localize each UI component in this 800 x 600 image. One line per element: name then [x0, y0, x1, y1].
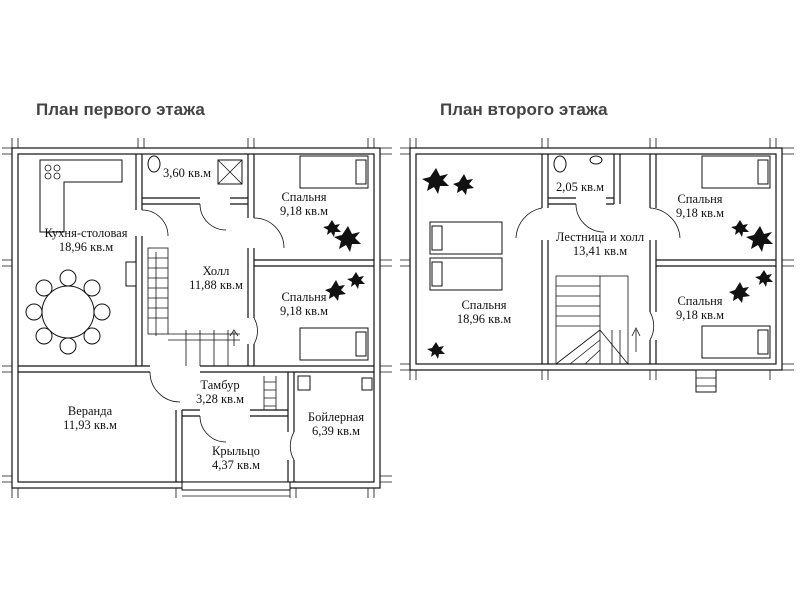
room-area: 6,39 кв.м — [311, 424, 361, 438]
room-area: 3,60 кв.м — [162, 166, 212, 180]
room-area: 4,37 кв.м — [211, 458, 261, 472]
room-label-bathroom: 3,60 кв.м — [163, 166, 211, 180]
room-name: Веранда — [67, 404, 113, 418]
room-label-tambur: Тамбур 3,28 кв.м — [196, 378, 244, 406]
room-name: Спальня — [677, 192, 723, 206]
room-name: Лестница и холл — [555, 230, 645, 244]
room-label-kitchen: Кухня-столовая 18,96 кв.м — [45, 226, 128, 254]
room-name: Спальня — [677, 294, 723, 308]
first-floor-plan — [2, 138, 392, 498]
room-area: 11,93 кв.м — [63, 418, 117, 432]
room-area: 13,41 кв.м — [572, 244, 628, 258]
room-area: 11,88 кв.м — [189, 278, 243, 292]
second-floor-title: План второго этажа — [440, 100, 608, 119]
room-area: 9,18 кв.м — [675, 308, 725, 322]
room-name: Спальня — [281, 290, 327, 304]
room-area: 3,28 кв.м — [195, 392, 245, 406]
room-name: Крыльцо — [212, 444, 260, 458]
room-label-bedroom-2: Спальня 9,18 кв.м — [280, 290, 328, 318]
room-label-stair-hall: Лестница и холл 13,41 кв.м — [556, 230, 644, 258]
room-name: Холл — [202, 264, 230, 278]
room-name: Кухня-столовая — [44, 226, 128, 240]
room-label-bedroom-3: Спальня 9,18 кв.м — [676, 192, 724, 220]
room-label-porch: Крыльцо 4,37 кв.м — [212, 444, 260, 472]
room-area: 18,96 кв.м — [456, 312, 512, 326]
room-label-bedroom-4: Спальня 9,18 кв.м — [676, 294, 724, 322]
room-area: 18,96 кв.м — [58, 240, 114, 254]
room-label-boiler: Бойлерная 6,39 кв.м — [308, 410, 364, 438]
room-label-veranda: Веранда 11,93 кв.м — [63, 404, 117, 432]
room-name: Спальня — [281, 190, 327, 204]
room-name: Тамбур — [200, 378, 240, 392]
room-area: 9,18 кв.м — [675, 206, 725, 220]
room-label-hall: Холл 11,88 кв.м — [189, 264, 243, 292]
room-name: Спальня — [461, 298, 507, 312]
second-floor-plan — [400, 138, 794, 393]
room-label-bedroom-1: Спальня 9,18 кв.м — [280, 190, 328, 218]
first-floor-title: План первого этажа — [36, 100, 205, 119]
room-name: Бойлерная — [307, 410, 365, 424]
room-area: 2,05 кв.м — [555, 180, 605, 194]
room-label-bedroom-master: Спальня 18,96 кв.м — [457, 298, 511, 326]
room-label-bathroom-2: 2,05 кв.м — [556, 180, 604, 194]
room-area: 9,18 кв.м — [279, 304, 329, 318]
room-area: 9,18 кв.м — [279, 204, 329, 218]
